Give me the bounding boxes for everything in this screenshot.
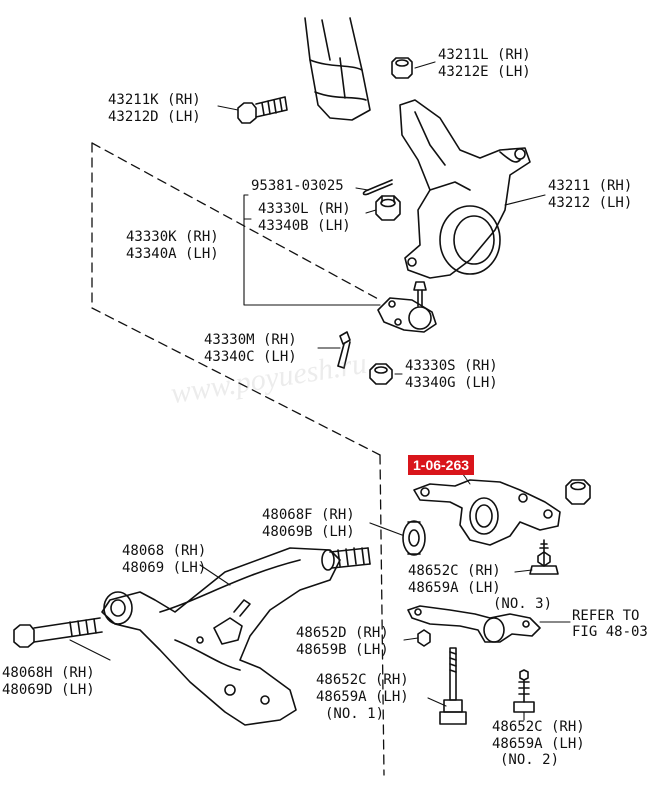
label-95381: 95381-03025: [251, 178, 344, 194]
label-43330s: 43330S (RH): [405, 358, 498, 374]
label-48069: 48069 (LH): [122, 560, 207, 576]
label-43340c: 43340C (LH): [204, 349, 297, 365]
strut-drawing: [304, 17, 371, 121]
bolt-no3-drawing: [529, 539, 559, 575]
bolt-43330m-drawing: [337, 331, 351, 369]
label-43330k: 43330K (RH): [126, 229, 219, 245]
label-48069b: 48069B (LH): [262, 524, 355, 540]
label-no3: (NO. 3): [493, 596, 553, 612]
rear-bushing-bracket-drawing: [413, 479, 561, 546]
bolt-48068h-drawing: [13, 617, 103, 648]
label-43212: 43212 (LH): [548, 195, 633, 211]
dashed-group-outline: [91, 142, 385, 776]
castle-nut-drawing: [375, 195, 401, 221]
cotter-pin-drawing: [362, 179, 393, 196]
label-43330l: 43330L (RH): [258, 201, 351, 217]
nut-bracket-drawing: [565, 479, 591, 505]
label-43340a: 43340A (LH): [126, 246, 219, 262]
label-48652c-no1: 48652C (RH): [316, 672, 409, 688]
washer-48068f-drawing: [402, 520, 426, 556]
label-43212e: 43212E (LH): [438, 64, 531, 80]
leader-lines: [69, 61, 571, 721]
nut-43330s-drawing: [369, 363, 393, 385]
label-48659b: 48659B (LH): [296, 642, 389, 658]
bolt-no2-drawing: [513, 669, 535, 713]
lower-control-arm-drawing: [101, 547, 341, 726]
bolt-43211k-drawing: [237, 96, 288, 124]
label-43330m: 43330M (RH): [204, 332, 297, 348]
lower-bracket-drawing: [407, 605, 541, 643]
bolt-no1-drawing: [439, 647, 467, 725]
label-48659a-no2: 48659A (LH): [492, 736, 585, 752]
arm-front-stud-drawing: [321, 547, 371, 571]
label-48652d: 48652D (RH): [296, 625, 389, 641]
label-no1: (NO. 1): [325, 706, 385, 722]
ball-joint-drawing: [377, 281, 437, 333]
label-48068h: 48068H (RH): [2, 665, 95, 681]
label-48068: 48068 (RH): [122, 543, 207, 559]
label-43340b: 43340B (LH): [258, 218, 351, 234]
label-43211k: 43211K (RH): [108, 92, 201, 108]
label-48659a-no1: 48659A (LH): [316, 689, 409, 705]
label-48069d: 48069D (LH): [2, 682, 95, 698]
label-refer-to: REFER TO: [572, 608, 640, 624]
part-number-badge: 1-06-263: [408, 455, 475, 475]
label-43211: 43211 (RH): [548, 178, 633, 194]
label-48652c-no3: 48652C (RH): [408, 563, 501, 579]
label-43212d: 43212D (LH): [108, 109, 201, 125]
nut-48652d-drawing: [417, 629, 431, 647]
label-48659a-no3: 48659A (LH): [408, 580, 501, 596]
nut-43211l-drawing: [391, 57, 413, 79]
label-48652c-no2: 48652C (RH): [492, 719, 585, 735]
steering-knuckle-drawing: [399, 99, 531, 279]
label-43340g: 43340G (LH): [405, 375, 498, 391]
label-43211l: 43211L (RH): [438, 47, 531, 63]
label-48068f: 48068F (RH): [262, 507, 355, 523]
label-fig-48-03: FIG 48-03: [572, 624, 648, 640]
label-no2: (NO. 2): [500, 752, 560, 768]
